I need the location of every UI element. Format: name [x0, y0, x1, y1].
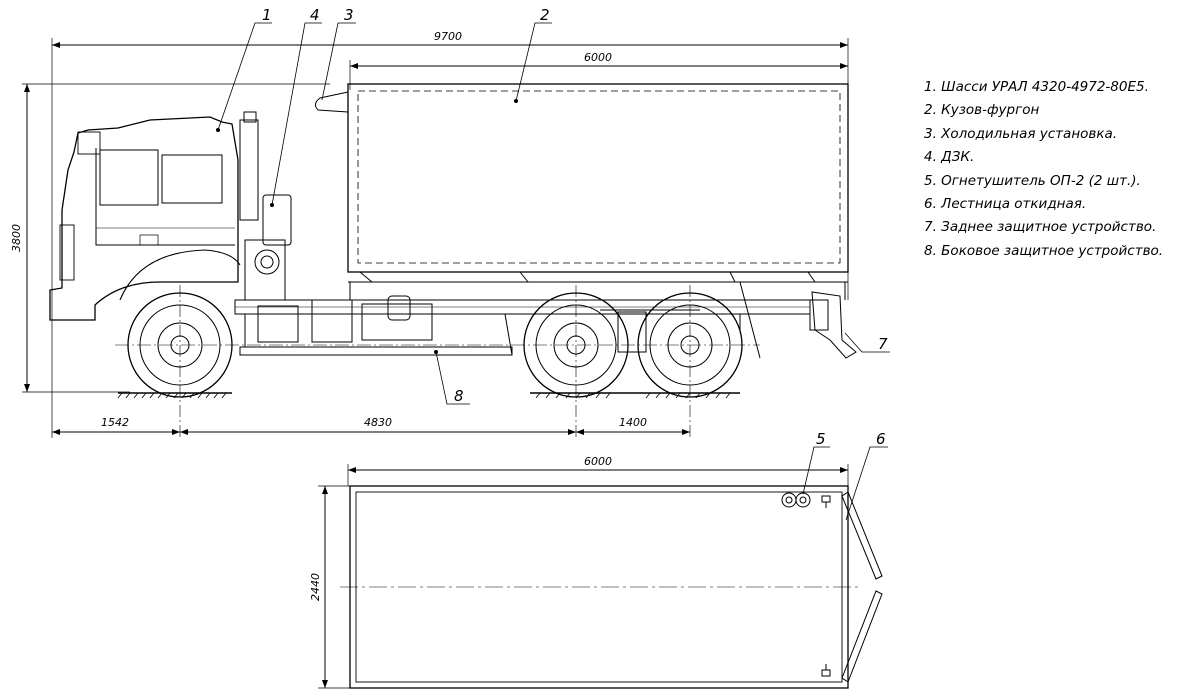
- dim-plan-length: 6000: [584, 455, 612, 468]
- legend-item-7: 7. Заднее защитное устройство.: [924, 219, 1157, 236]
- callout-1: 1: [262, 6, 272, 24]
- folding-ladder: [841, 491, 883, 683]
- dim-overall-height: 3800: [10, 224, 23, 252]
- callout-6: 6: [876, 430, 886, 448]
- plan-body-outer: [349, 485, 849, 689]
- callout-8: 8: [454, 387, 464, 405]
- plan-view: [318, 446, 888, 689]
- dim-wheelbase: 4830: [364, 416, 392, 429]
- legend-list: 1. Шасси УРАЛ 4320-4972-80Е5. 2. Кузов-ф…: [924, 76, 1194, 263]
- rear-guard: [811, 291, 857, 359]
- dzk-device: [262, 194, 292, 246]
- legend-item-4: 4. ДЗК.: [924, 149, 975, 166]
- legend-item-3: 3. Холодильная установка.: [924, 125, 1118, 142]
- legend-item-2: 2. Кузов-фургон: [924, 102, 1040, 119]
- dim-body-length: 6000: [584, 51, 612, 64]
- side-view: [22, 22, 890, 438]
- callout-5: 5: [816, 430, 826, 448]
- dim-overall-length: 9700: [434, 30, 462, 43]
- legend-item-5: 5. Огнетушитель ОП-2 (2 шт.).: [924, 172, 1141, 189]
- dim-rear-axle-spacing: 1400: [619, 416, 647, 429]
- callout-3: 3: [344, 6, 354, 24]
- dim-front-overhang: 1542: [101, 416, 129, 429]
- extinguishers: [781, 492, 811, 508]
- legend-item-6: 6. Лестница откидная.: [924, 196, 1087, 213]
- callout-2: 2: [540, 6, 550, 24]
- dim-body-width: 2440: [309, 573, 322, 601]
- refrigeration-unit: [314, 91, 349, 113]
- callout-4: 4: [310, 6, 320, 24]
- legend-item-1: 1. Шасси УРАЛ 4320-4972-80Е5.: [924, 79, 1149, 95]
- callout-7: 7: [878, 335, 888, 353]
- side-guard: [239, 346, 513, 356]
- legend-item-8: 8. Боковое защитное устройство.: [924, 242, 1164, 259]
- van-body: [347, 83, 849, 273]
